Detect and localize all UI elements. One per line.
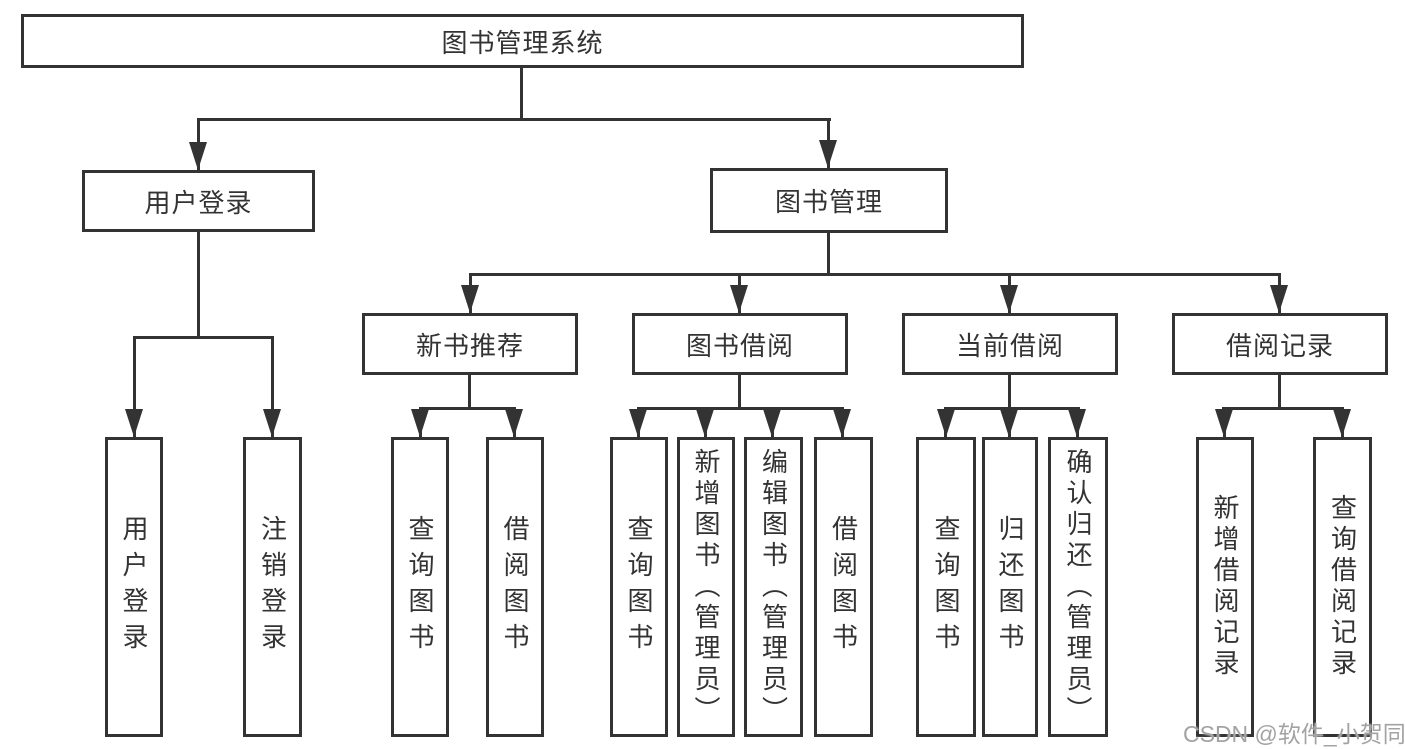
node-book-management: 图书管理 (710, 168, 948, 233)
node-label: 当前借阅 (955, 330, 1064, 361)
node-borrow-record: 借阅记录 (1172, 313, 1388, 375)
arrowhead-b1 (411, 409, 429, 437)
node-label: 查询图书 (405, 515, 435, 659)
connector-borrow-record-stem (1278, 375, 1281, 407)
arrowhead-borrow-record (1270, 285, 1288, 313)
connector-borrow-record-bus (1222, 407, 1344, 410)
arrowhead-user-login (189, 142, 207, 170)
node-leaf-add-borrow-record: 新增借阅记录 (1196, 437, 1254, 737)
arrowhead-e1 (1215, 409, 1233, 437)
arrowhead-leaf-user-login (125, 409, 143, 437)
connector-current-borrow-stem (1008, 375, 1011, 407)
connector-level2-bus (469, 273, 1281, 276)
node-leaf-confirm-return-admin: 确认归还（管理员） (1048, 437, 1108, 737)
arrowhead-book-mgmt (819, 140, 837, 168)
node-label: 归还图书 (995, 515, 1025, 659)
connector-book-borrow-stem (738, 375, 741, 407)
arrowhead-d1 (937, 409, 955, 437)
node-leaf-query-book-recommend: 查询图书 (391, 437, 449, 737)
node-leaf-logout: 注销登录 (243, 437, 302, 737)
arrowhead-b2 (505, 409, 523, 437)
node-leaf-add-book-admin: 新增图书（管理员） (677, 437, 735, 737)
node-label: 新增图书（管理员） (691, 447, 721, 727)
arrowhead-c1 (629, 409, 647, 437)
node-label: 注销登录 (257, 515, 288, 659)
node-leaf-borrow-book-recommend: 借阅图书 (486, 437, 544, 737)
node-label: 图书管理 (774, 187, 883, 217)
node-label: 图书管理系统 (441, 27, 604, 58)
connector-root-stem (520, 68, 523, 118)
arrowhead-new-book (461, 285, 479, 313)
connector-new-book-stem (468, 375, 471, 407)
node-label: 借阅图书 (828, 515, 859, 659)
node-label: 确认归还（管理员） (1063, 447, 1093, 727)
arrowhead-c2 (696, 409, 714, 437)
node-library-management-system: 图书管理系统 (21, 14, 1024, 68)
connector-drop-leaf-logout (271, 336, 274, 437)
node-label: 编辑图书（管理员） (758, 447, 789, 727)
node-leaf-query-book-borrow: 查询图书 (610, 437, 668, 737)
node-user-login: 用户登录 (82, 170, 315, 232)
node-label: 借阅记录 (1225, 330, 1334, 361)
arrowhead-d3 (1068, 409, 1086, 437)
connector-level1-bus (197, 118, 831, 121)
node-book-borrow: 图书借阅 (632, 313, 848, 375)
arrowhead-c3 (763, 409, 781, 437)
csdn-watermark: CSDN @软件_小贺同学 (1183, 721, 1405, 747)
connector-user-login-bus (133, 336, 274, 339)
connector-user-login-stem (197, 232, 200, 336)
connector-drop-leaf-user-login (133, 336, 136, 437)
node-label: 查询借阅记录 (1327, 494, 1358, 680)
node-label: 查询图书 (624, 515, 654, 659)
arrowhead-c4 (833, 409, 851, 437)
node-label: 新增借阅记录 (1210, 494, 1240, 680)
node-leaf-return-book: 归还图书 (982, 437, 1038, 737)
node-label: 图书借阅 (685, 330, 794, 361)
node-label: 查询图书 (931, 515, 961, 659)
node-current-borrow: 当前借阅 (902, 313, 1118, 375)
arrowhead-leaf-logout (263, 409, 281, 437)
node-new-book-recommend: 新书推荐 (362, 313, 578, 375)
arrowhead-book-borrow (730, 285, 748, 313)
node-leaf-user-login: 用户登录 (105, 437, 163, 737)
node-label: 用户登录 (119, 515, 149, 659)
connector-book-mgmt-stem (827, 233, 830, 273)
arrowhead-current-borrow (1000, 285, 1018, 313)
connector-current-borrow-bus (944, 407, 1080, 410)
node-leaf-edit-book-admin: 编辑图书（管理员） (744, 437, 803, 737)
node-label: 借阅图书 (500, 515, 530, 659)
node-label: 新书推荐 (415, 330, 524, 361)
connector-book-borrow-bus (637, 407, 843, 410)
node-leaf-borrow-book: 借阅图书 (814, 437, 873, 737)
node-label: 用户登录 (144, 187, 253, 218)
node-leaf-query-borrow-record: 查询借阅记录 (1313, 437, 1372, 737)
node-leaf-query-book-current: 查询图书 (916, 437, 976, 737)
arrowhead-e2 (1333, 409, 1351, 437)
arrowhead-d2 (1000, 409, 1018, 437)
connector-new-book-bus (419, 407, 516, 410)
